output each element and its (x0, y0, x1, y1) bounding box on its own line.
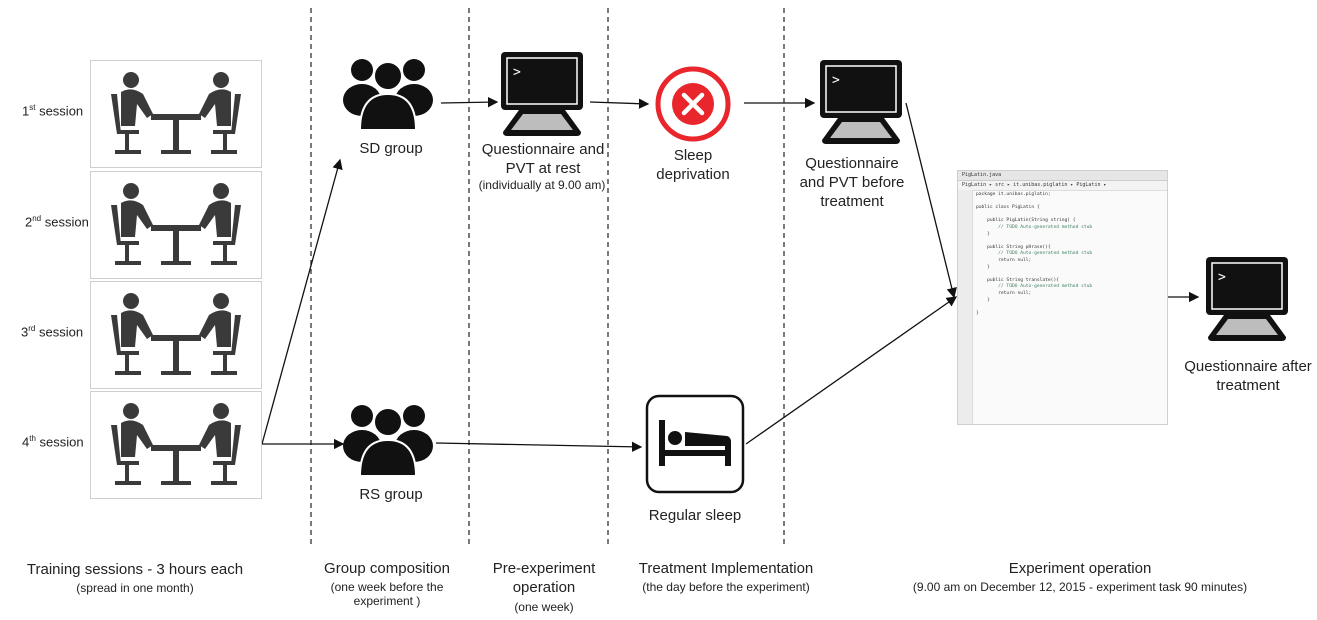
session-label: 1st session (22, 103, 84, 119)
arrow-session-to-sd (261, 158, 343, 445)
group-people-icon-sd (343, 59, 433, 130)
phase-pre-sub: (one week) (514, 600, 574, 614)
code-line (976, 238, 1092, 245)
bed-icon (645, 394, 745, 494)
code-line: return null; (976, 257, 1032, 263)
phase-training-title: Training sessions - 3 hours each (26, 561, 244, 578)
code-line: // TODO Auto-generated method stub (976, 251, 1093, 257)
editor-breadcrumb: PigLatin ▸ src ▸ it.unibas.piglatin ▸ Pi… (958, 181, 1167, 191)
session-label: 3rd session (21, 324, 84, 340)
meeting-people-icon (111, 183, 241, 265)
code-editor-screenshot: PigLatin.java PigLatin ▸ src ▸ it.unibas… (957, 170, 1168, 425)
phase-training-sub: (spread in one month) (76, 581, 194, 595)
computer-icon-before: > (820, 60, 902, 144)
code-line: public PigLatin(String string) { (976, 218, 1076, 224)
phase-group-title: Group composition (324, 560, 450, 577)
phase-experiment-title: Experiment operation (1008, 560, 1152, 577)
terminal-prompt: > (513, 65, 521, 80)
regular-sleep-label: Regular sleep (648, 507, 742, 524)
phase-treatment-sub: (the day before the experiment) (642, 580, 810, 594)
session-label: 4th session (22, 434, 84, 450)
editor-tab: PigLatin.java (958, 171, 1167, 181)
group-people-icon-rs (343, 405, 433, 476)
arrow-sd-to-pvt (440, 96, 499, 108)
pvt-before-label: Questionnaire and PVT before treatment (799, 155, 905, 210)
after-label: Questionnaire after treatment (1184, 358, 1312, 394)
arrow-pvt-to-code (905, 102, 957, 299)
phase-pre-title: Pre-experiment operation (492, 560, 596, 596)
arrow-pvt-to-sleepdep (589, 98, 650, 109)
code-line: return null; (976, 290, 1032, 296)
meeting-people-icon (111, 72, 241, 154)
sleep-deprivation-label: Sleep deprivation (656, 147, 730, 183)
computer-icon-after: > (1206, 257, 1288, 341)
meeting-people-icon (111, 403, 241, 485)
phase-experiment-sub: (9.00 am on December 12, 2015 - experime… (912, 580, 1248, 594)
training-session-box (90, 391, 262, 499)
code-line: } (976, 231, 990, 237)
pvt-rest-note: (individually at 9.00 am) (478, 178, 606, 192)
code-line: public class PigLatin { (976, 205, 1040, 211)
terminal-prompt: > (832, 73, 840, 88)
arrow-sleep-to-code (745, 296, 958, 445)
training-session-box (90, 60, 262, 168)
sd-group-label: SD group (359, 140, 423, 157)
code-line: public String pHrase(){ (976, 244, 1051, 250)
cancel-x-icon (655, 66, 731, 142)
code-line: // TODO Auto-generated method stub (976, 284, 1093, 290)
meeting-people-icon (111, 293, 241, 375)
phase-group-sub: (one week before the experiment ) (330, 580, 444, 608)
phase-treatment-title: Treatment Implementation (638, 560, 814, 577)
code-line: } (976, 310, 979, 316)
code-line: // TODO Auto-generated method stub (976, 224, 1093, 230)
arrow-rs-to-sleep (435, 441, 643, 453)
code-line: } (976, 297, 990, 303)
code-line: package it.unibas.piglatin; (976, 192, 1051, 197)
training-session-box (90, 281, 262, 389)
terminal-prompt: > (1218, 270, 1226, 285)
code-line: } (976, 264, 990, 270)
computer-icon-rest: > (501, 52, 583, 136)
code-line (976, 304, 1092, 311)
code-line: public String translate(){ (976, 277, 1059, 283)
code-line (976, 271, 1092, 278)
editor-code: package it.unibas.piglatin; public class … (976, 192, 1092, 317)
training-session-box (90, 171, 262, 279)
pvt-rest-label: Questionnaire and PVT at rest (481, 141, 605, 177)
session-label: 2nd session (25, 214, 89, 230)
rs-group-label: RS group (359, 486, 423, 503)
editor-gutter (958, 190, 973, 424)
